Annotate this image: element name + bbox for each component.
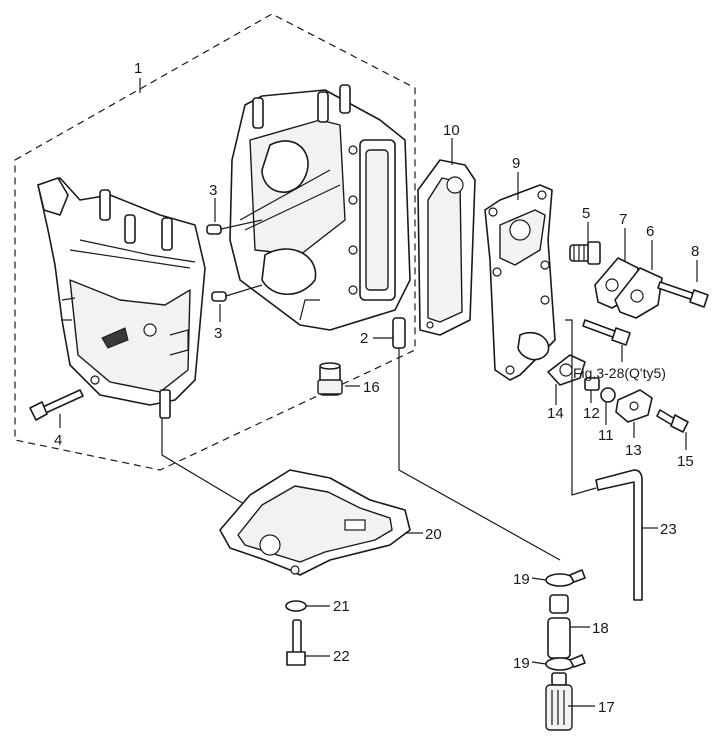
callout-14: 14 <box>547 405 564 422</box>
callout-3b: 3 <box>214 325 222 342</box>
crankcase-half <box>229 84 411 331</box>
fitting-part-5 <box>569 241 601 265</box>
callout-8: 8 <box>691 243 699 260</box>
figure-reference: Fig.3-28(Q'ty5) <box>573 365 666 381</box>
sleeve-part-2 <box>392 317 406 349</box>
cover-part-9 <box>484 184 556 381</box>
callout-19a: 19 <box>513 571 530 588</box>
callout-3a: 3 <box>209 182 217 199</box>
callout-13: 13 <box>625 442 642 459</box>
callout-10: 10 <box>443 122 460 139</box>
hose-part-23 <box>595 469 643 601</box>
callout-4: 4 <box>54 432 62 449</box>
leader-lines <box>59 78 698 707</box>
gasket-part-20 <box>219 469 411 576</box>
cap-part-13 <box>615 389 653 423</box>
clip-part-19-lower <box>545 654 586 671</box>
callout-17: 17 <box>598 699 615 716</box>
callout-22: 22 <box>333 648 350 665</box>
bracket-part-6 <box>614 267 663 319</box>
plug-part-16 <box>317 362 343 396</box>
bolt-fig-3-28 <box>582 319 631 346</box>
bolt-part-8 <box>657 281 709 308</box>
cylinder-block-left <box>37 177 206 419</box>
hose-part-18 <box>547 594 571 659</box>
callout-15: 15 <box>677 453 694 470</box>
callout-21: 21 <box>333 598 350 615</box>
callout-5: 5 <box>582 205 590 222</box>
callout-23: 23 <box>660 521 677 538</box>
callout-19b: 19 <box>513 655 530 672</box>
callout-1: 1 <box>134 60 142 77</box>
callout-20: 20 <box>425 526 442 543</box>
filter-part-17 <box>545 672 573 731</box>
callout-18: 18 <box>592 620 609 637</box>
bolt-part-15 <box>656 409 689 433</box>
fitting-part-12 <box>584 377 600 391</box>
dowel-pin-upper <box>206 224 222 235</box>
bolt-part-4 <box>29 389 84 421</box>
dowel-pin-lower <box>211 291 227 302</box>
gasket-part-14 <box>547 354 586 386</box>
callout-2: 2 <box>360 330 368 347</box>
callout-9: 9 <box>512 155 520 172</box>
callout-11: 11 <box>598 427 614 444</box>
callout-6: 6 <box>646 223 654 240</box>
bolt-part-22 <box>286 619 306 666</box>
callout-12: 12 <box>583 405 600 422</box>
callout-7: 7 <box>619 211 627 228</box>
clip-part-19-upper <box>545 569 586 587</box>
washer-part-11 <box>600 387 616 403</box>
washer-part-21 <box>285 600 307 612</box>
callout-16: 16 <box>363 379 380 396</box>
gasket-part-10 <box>417 159 476 336</box>
